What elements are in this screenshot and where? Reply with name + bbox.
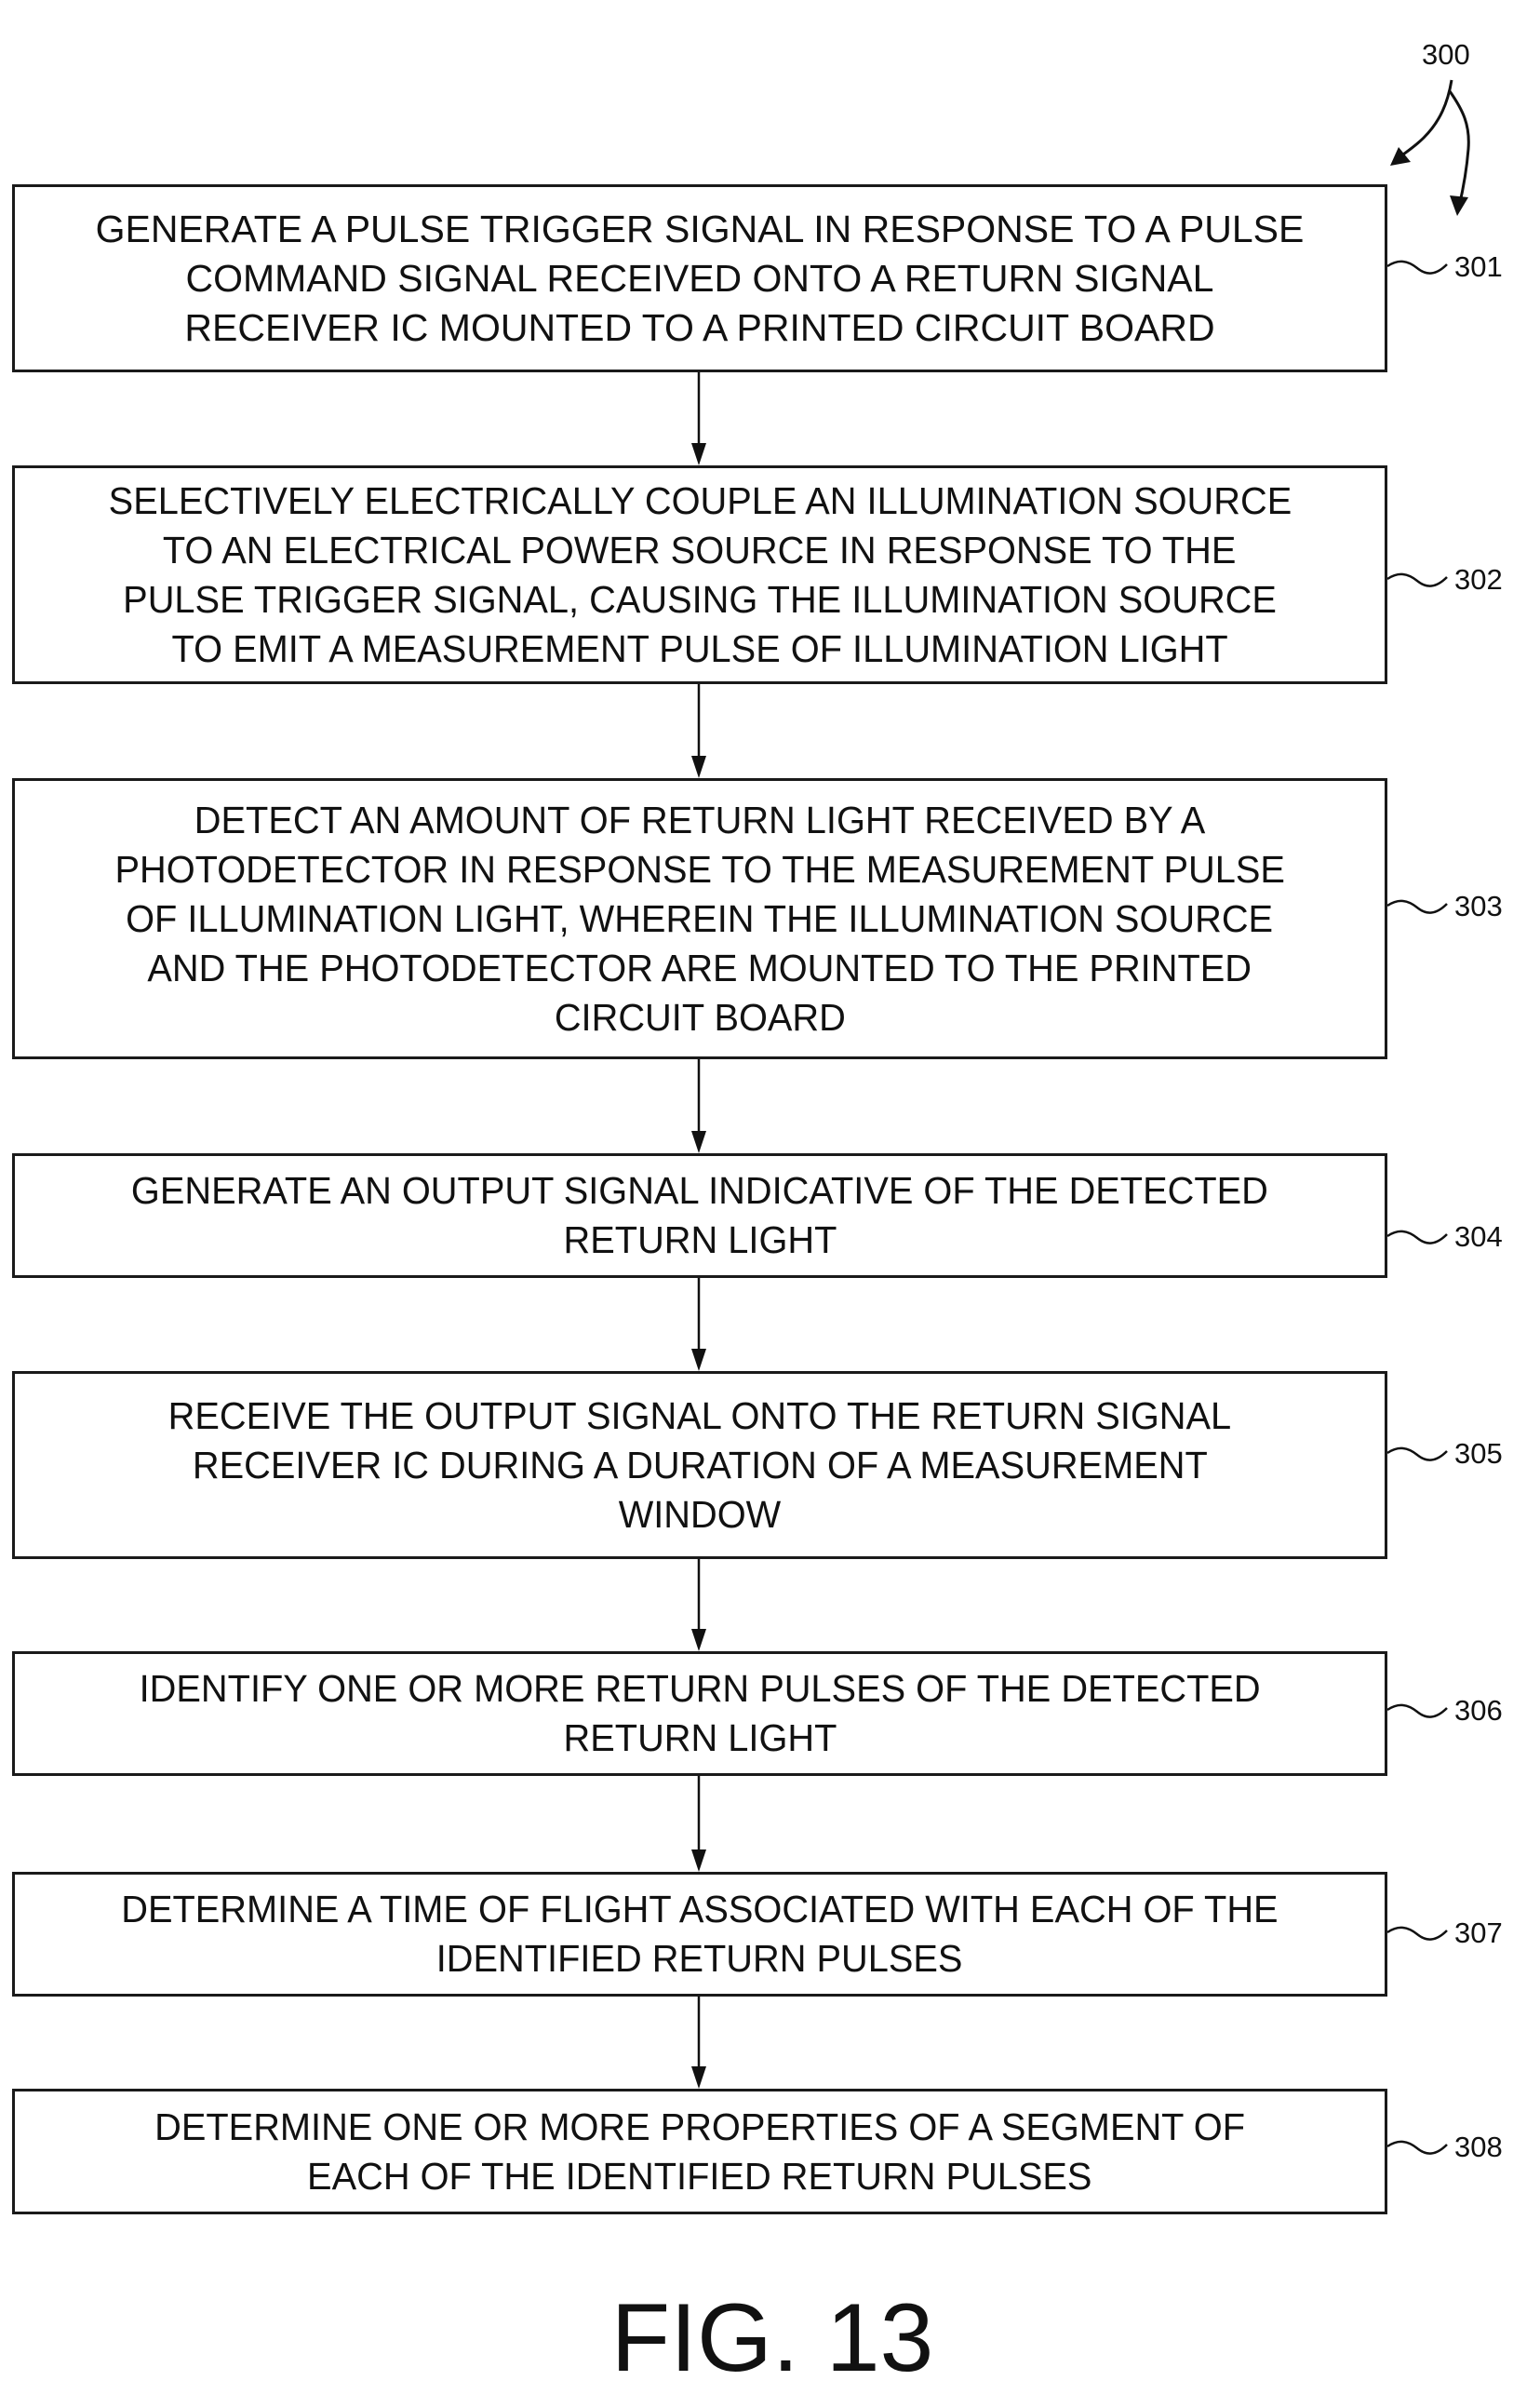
connector-arrowhead: [691, 1849, 706, 1872]
step-box-306: IDENTIFY ONE OR MORE RETURN PULSES OF TH…: [12, 1651, 1387, 1776]
step-text-line: GENERATE AN OUTPUT SIGNAL INDICATIVE OF …: [130, 1169, 1268, 1212]
step-text-line: TO AN ELECTRICAL POWER SOURCE IN RESPONS…: [163, 528, 1237, 572]
reference-squiggle: [1386, 1926, 1448, 1941]
step-text-line: AND THE PHOTODETECTOR ARE MOUNTED TO THE…: [147, 946, 1252, 989]
step-box-303: DETECT AN AMOUNT OF RETURN LIGHT RECEIVE…: [12, 778, 1387, 1059]
reference-leader-left: [1395, 79, 1453, 162]
step-text-line: RETURN LIGHT: [563, 1218, 837, 1261]
step-text-line: RECEIVE THE OUTPUT SIGNAL ONTO THE RETUR…: [167, 1393, 1232, 1437]
step-reference-label: 306: [1454, 1694, 1503, 1727]
step-box-302: SELECTIVELY ELECTRICALLY COUPLE AN ILLUM…: [12, 465, 1387, 684]
step-box-301: GENERATE A PULSE TRIGGER SIGNAL IN RESPO…: [12, 184, 1387, 372]
step-text-line: DETECT AN AMOUNT OF RETURN LIGHT RECEIVE…: [194, 798, 1206, 841]
step-text-line: RETURN LIGHT: [563, 1716, 837, 1759]
step-reference-label: 301: [1454, 250, 1503, 283]
step-reference-label: 308: [1454, 2131, 1503, 2163]
step-text-line: RECEIVER IC DURING A DURATION OF A MEASU…: [192, 1443, 1208, 1486]
step-text-line: IDENTIFIED RETURN PULSES: [436, 1937, 963, 1980]
step-text-line: TO EMIT A MEASUREMENT PULSE OF ILLUMINAT…: [171, 626, 1228, 670]
reference-squiggle: [1386, 2140, 1448, 2155]
reference-squiggle: [1386, 899, 1448, 914]
step-text-line: RECEIVER IC MOUNTED TO A PRINTED CIRCUIT…: [184, 305, 1215, 349]
reference-squiggle: [1386, 1703, 1448, 1718]
connector-arrowhead: [691, 2066, 706, 2089]
step-text-line: PHOTODETECTOR IN RESPONSE TO THE MEASURE…: [114, 847, 1285, 891]
step-text-line: OF ILLUMINATION LIGHT, WHEREIN THE ILLUM…: [126, 896, 1274, 940]
step-text-line: DETERMINE A TIME OF FLIGHT ASSOCIATED WI…: [121, 1888, 1279, 1930]
connector-arrowhead: [691, 756, 706, 778]
figure-caption: FIG. 13: [610, 2284, 934, 2392]
reference-squiggle: [1386, 1446, 1448, 1461]
step-box-304: GENERATE AN OUTPUT SIGNAL INDICATIVE OF …: [12, 1153, 1387, 1278]
step-box-305: RECEIVE THE OUTPUT SIGNAL ONTO THE RETUR…: [12, 1371, 1387, 1559]
connector-arrowhead: [691, 1629, 706, 1651]
reference-arrowhead-left: [1390, 147, 1411, 166]
step-text-line: EACH OF THE IDENTIFIED RETURN PULSES: [307, 2154, 1092, 2198]
step-text-line: DETERMINE ONE OR MORE PROPERTIES OF A SE…: [154, 2105, 1245, 2148]
step-reference-label: 304: [1454, 1220, 1503, 1253]
connector-arrowhead: [691, 443, 706, 465]
figure-reference-label: 300: [1422, 38, 1470, 71]
step-reference-label: 307: [1454, 1917, 1503, 1949]
step-text-line: CIRCUIT BOARD: [554, 995, 846, 1039]
step-text-line: IDENTIFY ONE OR MORE RETURN PULSES OF TH…: [139, 1667, 1261, 1710]
reference-arrowhead-right: [1450, 195, 1468, 216]
step-reference-label: 305: [1454, 1437, 1503, 1470]
step-text-line: PULSE TRIGGER SIGNAL, CAUSING THE ILLUMI…: [123, 577, 1277, 621]
connector-arrowhead: [691, 1349, 706, 1371]
step-box-307: DETERMINE A TIME OF FLIGHT ASSOCIATED WI…: [12, 1872, 1387, 1997]
step-reference-label: 303: [1454, 890, 1503, 922]
step-text-line: COMMAND SIGNAL RECEIVED ONTO A RETURN SI…: [185, 256, 1214, 300]
step-text-line: GENERATE A PULSE TRIGGER SIGNAL IN RESPO…: [95, 207, 1305, 250]
reference-squiggle: [1386, 1230, 1448, 1244]
reference-leader-right: [1448, 90, 1470, 208]
step-reference-label: 302: [1454, 563, 1503, 596]
reference-squiggle: [1386, 260, 1448, 275]
connector-arrowhead: [691, 1131, 706, 1153]
reference-squiggles: [1386, 260, 1448, 2155]
step-text-line: SELECTIVELY ELECTRICALLY COUPLE AN ILLUM…: [108, 478, 1292, 522]
step-text-line: WINDOW: [618, 1492, 782, 1536]
figure-reference-arrows: [1395, 79, 1470, 208]
reference-squiggle: [1386, 572, 1448, 587]
step-box-308: DETERMINE ONE OR MORE PROPERTIES OF A SE…: [12, 2089, 1387, 2214]
